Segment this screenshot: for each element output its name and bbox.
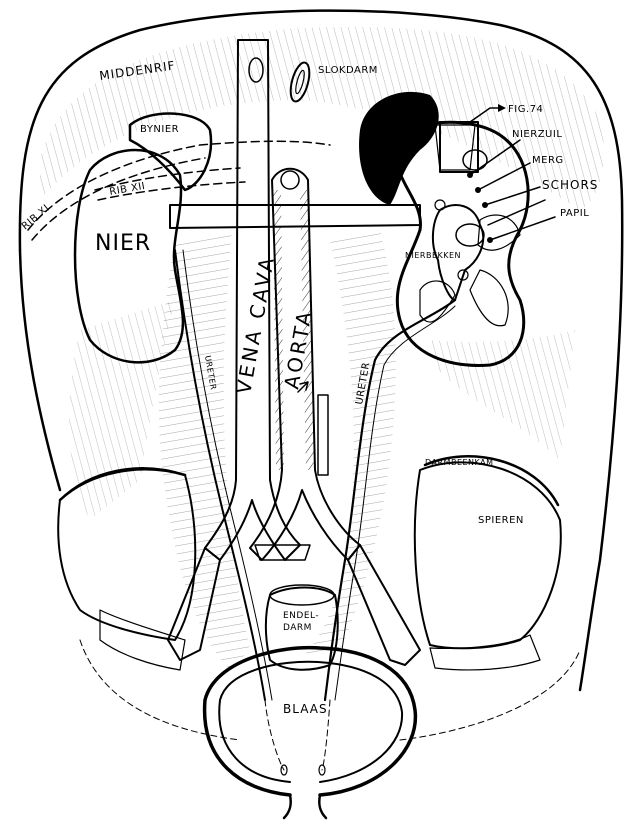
adrenal-right [359, 92, 439, 205]
calyx-2 [456, 224, 484, 246]
aorta-hatch-left [273, 190, 284, 470]
label-nierzuil: NIERZUIL [512, 129, 562, 140]
label-fig: FIG.74 [508, 104, 543, 115]
label-darmbeenkam: DARMBEENKAM [425, 458, 494, 467]
label-merg: MERG [532, 155, 564, 166]
leader-merg [478, 163, 530, 190]
pyramid-2 [470, 270, 508, 326]
leader-dot-2 [475, 187, 481, 193]
label-spieren: SPIEREN [478, 515, 524, 526]
label-endeldarm-2: DARM [283, 623, 312, 633]
leader-dot-4 [487, 237, 493, 243]
body-outline-left [20, 250, 60, 490]
label-blaas: BLAAS [283, 702, 328, 716]
label-schors: SCHORS [542, 178, 598, 192]
leader-dot-3 [482, 202, 488, 208]
leader-schors [485, 187, 540, 205]
label-nier: NIER [95, 231, 151, 256]
urethra [284, 795, 326, 818]
label-vena-cava: VENA CAVA [231, 253, 279, 396]
leader-dot-1 [467, 172, 473, 178]
leader-papil-2 [488, 200, 545, 225]
aorta-top [281, 171, 299, 189]
label-endeldarm-1: ENDEL- [283, 611, 319, 621]
label-rib-xii: RIB XII [109, 181, 147, 198]
label-bynier: BYNIER [140, 124, 179, 135]
renal-vein [170, 205, 420, 228]
label-rib-xi: RIB XI [20, 203, 52, 232]
iliac-right [415, 462, 561, 648]
label-papil: PAPIL [560, 208, 589, 219]
label-slokdarm: SLOKDARM [318, 65, 378, 76]
calyx-3 [435, 200, 445, 210]
mesenteric-vessel [318, 395, 328, 475]
label-nierbekken: NIERBEKKEN [405, 251, 461, 260]
pyramid-3 [420, 281, 455, 322]
muscle-right-outer [430, 330, 575, 460]
pelvic-dots-right [430, 635, 540, 670]
bladder-inner [219, 662, 402, 782]
calyx-1 [463, 150, 487, 170]
